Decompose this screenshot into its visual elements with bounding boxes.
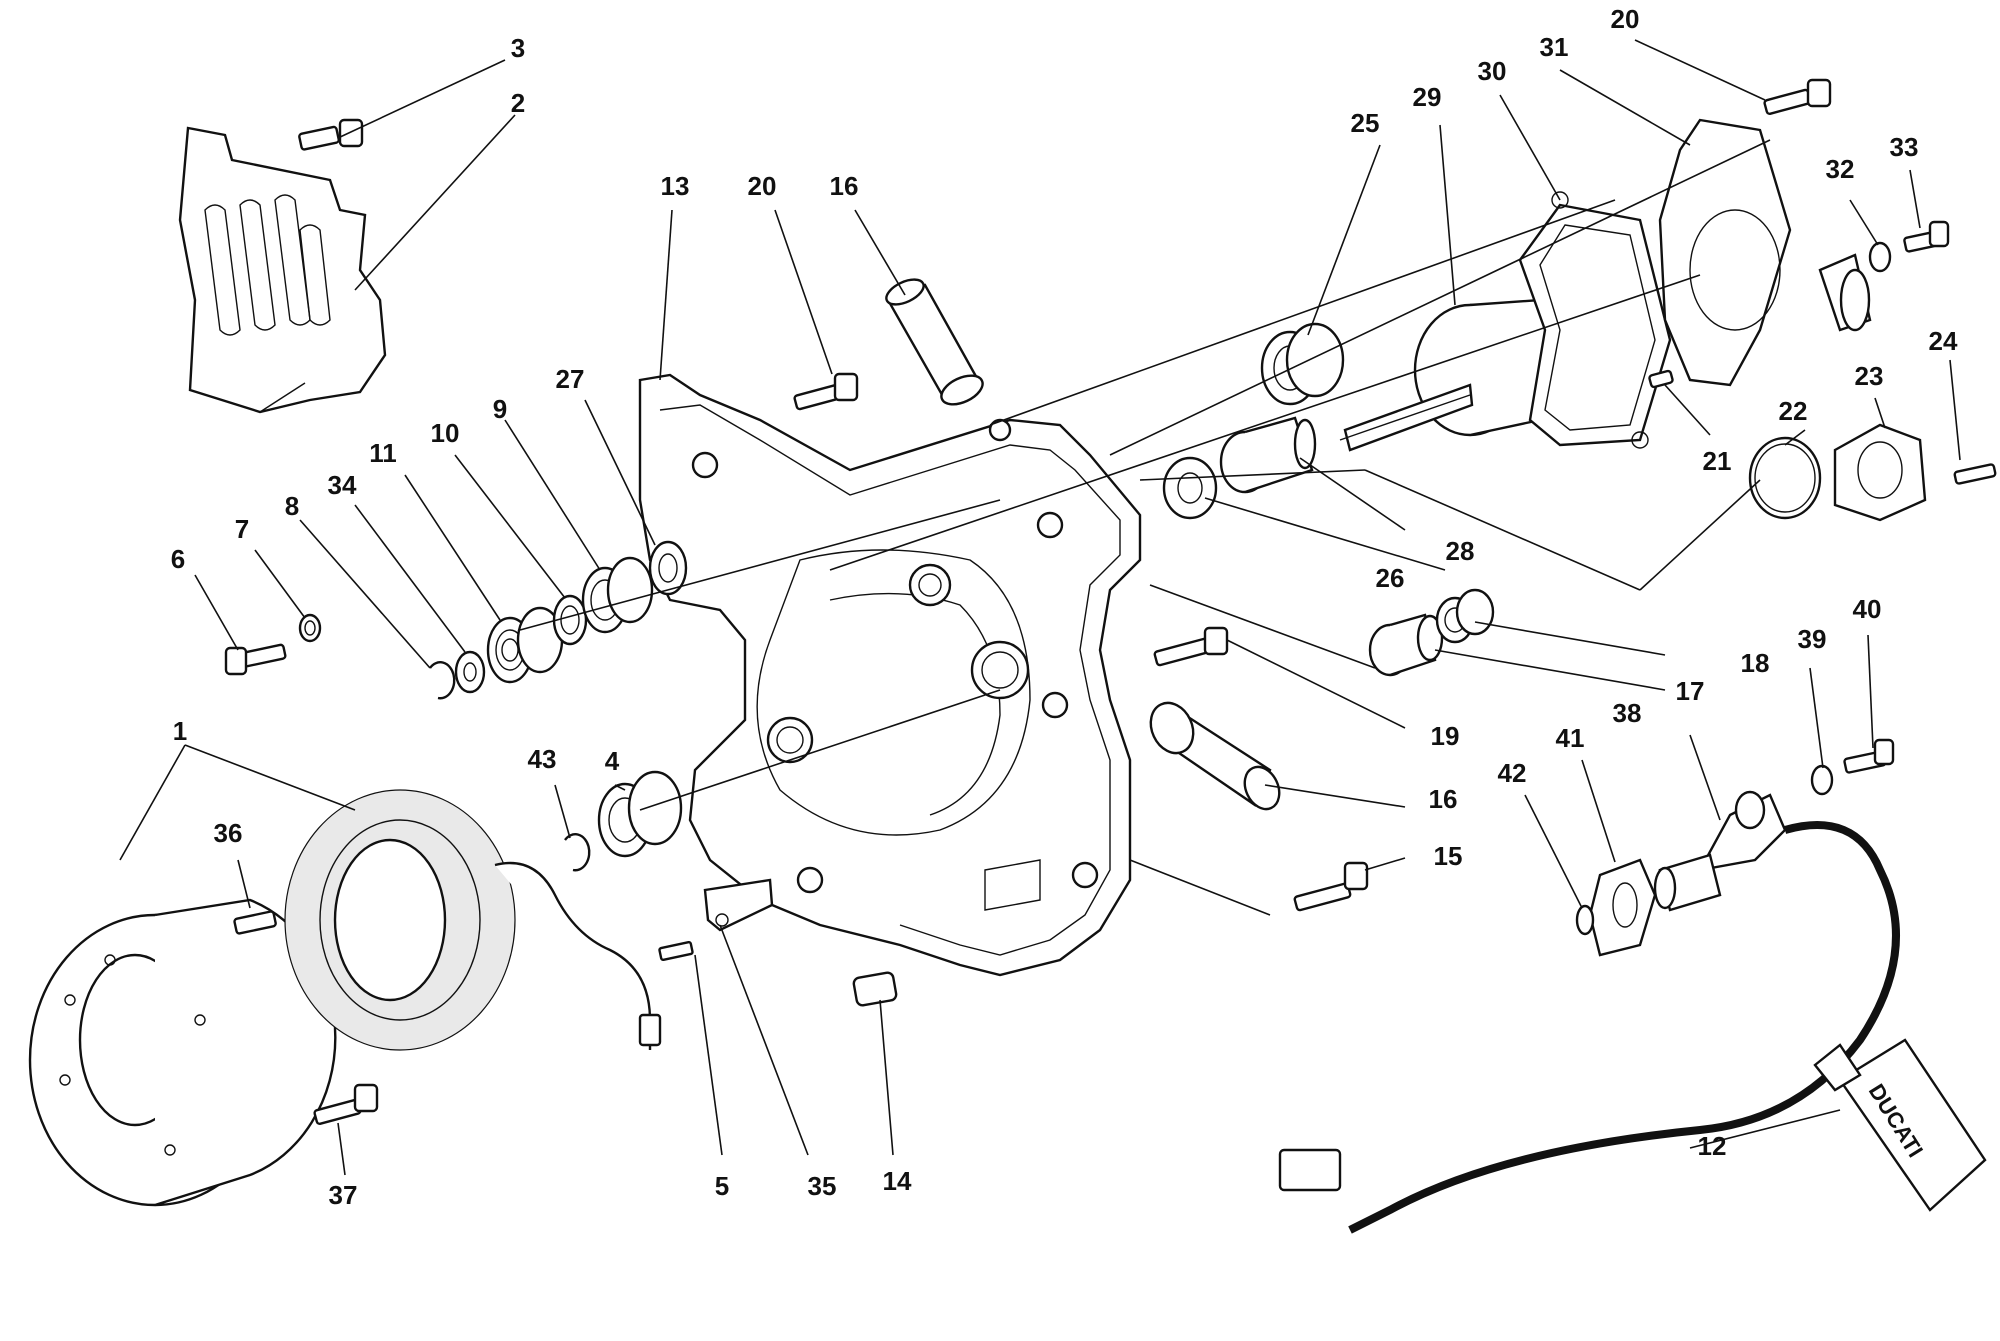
circlip-43 [564, 833, 591, 872]
callout-label: 9 [493, 394, 507, 424]
callout-label: 4 [605, 746, 620, 776]
seal-18 [1435, 588, 1495, 644]
impeller-29 [1339, 298, 1562, 452]
sensor-38 [1278, 790, 1900, 1234]
bolt-33 [1903, 220, 1950, 253]
callout-label: 38 [1613, 698, 1642, 728]
bolt-6 [224, 643, 287, 676]
pump-cover-31 [1658, 118, 1872, 387]
callout-label: 20 [748, 171, 777, 201]
callout-label: 2 [511, 88, 525, 118]
callout-label: 19 [1431, 721, 1460, 751]
crankcase-cover [638, 373, 1142, 977]
callout-label: 20 [1611, 4, 1640, 34]
rotor-1 [28, 898, 337, 1207]
flange-23 [1833, 423, 1927, 522]
screw-5 [658, 940, 694, 962]
screw-37 [313, 1083, 379, 1125]
bolt-15 [1293, 861, 1369, 912]
screw-24 [1953, 463, 1997, 485]
callout-label: 29 [1413, 82, 1442, 112]
callout-label: 3 [511, 33, 525, 63]
callout-label: 33 [1890, 132, 1919, 162]
callout-label: 43 [528, 744, 557, 774]
bushing-26 [1162, 456, 1218, 520]
dowel-21 [1648, 369, 1674, 389]
sealant-tube-12: DUCATI [1813, 1038, 1987, 1212]
callout-label: 28 [1446, 536, 1475, 566]
leader-lines [119, 39, 1961, 1176]
callout-label: 8 [285, 491, 299, 521]
seal-25 [1260, 322, 1345, 406]
callout-label: 36 [214, 818, 243, 848]
bolt-40 [1843, 738, 1895, 774]
dowel-14 [852, 971, 898, 1007]
washer-32 [1868, 241, 1892, 273]
callout-label: 11 [369, 438, 397, 468]
callout-label: 27 [556, 364, 585, 394]
callout-label: 17 [1676, 676, 1705, 706]
callout-label: 25 [1351, 108, 1380, 138]
bolt-20-top [1763, 78, 1832, 115]
callout-label: 35 [808, 1171, 837, 1201]
callout-label: 7 [235, 514, 249, 544]
seal-27 [648, 540, 688, 596]
sprocket-cover [178, 126, 387, 414]
callout-label: 30 [1478, 56, 1507, 86]
hose-fitting-lower [1149, 701, 1281, 811]
gasket-30 [1518, 191, 1672, 449]
callout-label: 42 [1498, 758, 1527, 788]
washer-7 [298, 613, 322, 643]
callout-label: 40 [1853, 594, 1882, 624]
callout-label: 10 [431, 418, 460, 448]
bushing-17 [1368, 613, 1444, 677]
stator-1 [284, 789, 662, 1051]
callout-label: 23 [1855, 361, 1884, 391]
screw-3 [298, 118, 364, 151]
callout-label: 15 [1434, 841, 1463, 871]
washer-39 [1810, 764, 1834, 796]
bearing-4 [597, 770, 683, 858]
bolt-20-middle [793, 372, 859, 411]
callout-label: 16 [830, 171, 859, 201]
callout-label: 1 [173, 716, 187, 746]
callout-label: 18 [1741, 648, 1770, 678]
oring-42 [1575, 904, 1595, 936]
washer-34 [454, 650, 486, 694]
hose-fitting-upper [885, 278, 984, 406]
bearing-9 [581, 556, 654, 634]
bracket-35 [703, 878, 774, 932]
oring-22 [1748, 436, 1822, 520]
callout-label: 22 [1779, 396, 1808, 426]
callout-label: 14 [883, 1166, 912, 1196]
bushing-28 [1219, 416, 1317, 494]
callout-label: 31 [1540, 32, 1569, 62]
callout-label: 32 [1826, 154, 1855, 184]
callout-label: 12 [1698, 1131, 1727, 1161]
callout-label: 13 [661, 171, 690, 201]
callout-label: 21 [1703, 446, 1732, 476]
circlip-8 [429, 661, 456, 700]
callout-label: 16 [1429, 784, 1458, 814]
callout-labels: 1234567891011121314151616171819202021222… [171, 4, 1958, 1210]
gasket-41 [1588, 858, 1657, 957]
bolt-19 [1153, 626, 1229, 667]
callout-label: 26 [1376, 563, 1405, 593]
callout-label: 24 [1929, 326, 1958, 356]
callout-label: 39 [1798, 624, 1827, 654]
bearing-11 [486, 606, 564, 684]
callout-label: 41 [1556, 723, 1585, 753]
callout-label: 34 [328, 470, 357, 500]
callout-label: 37 [329, 1180, 358, 1210]
screw-36 [233, 910, 277, 935]
callout-label: 5 [715, 1171, 729, 1201]
callout-label: 6 [171, 544, 185, 574]
